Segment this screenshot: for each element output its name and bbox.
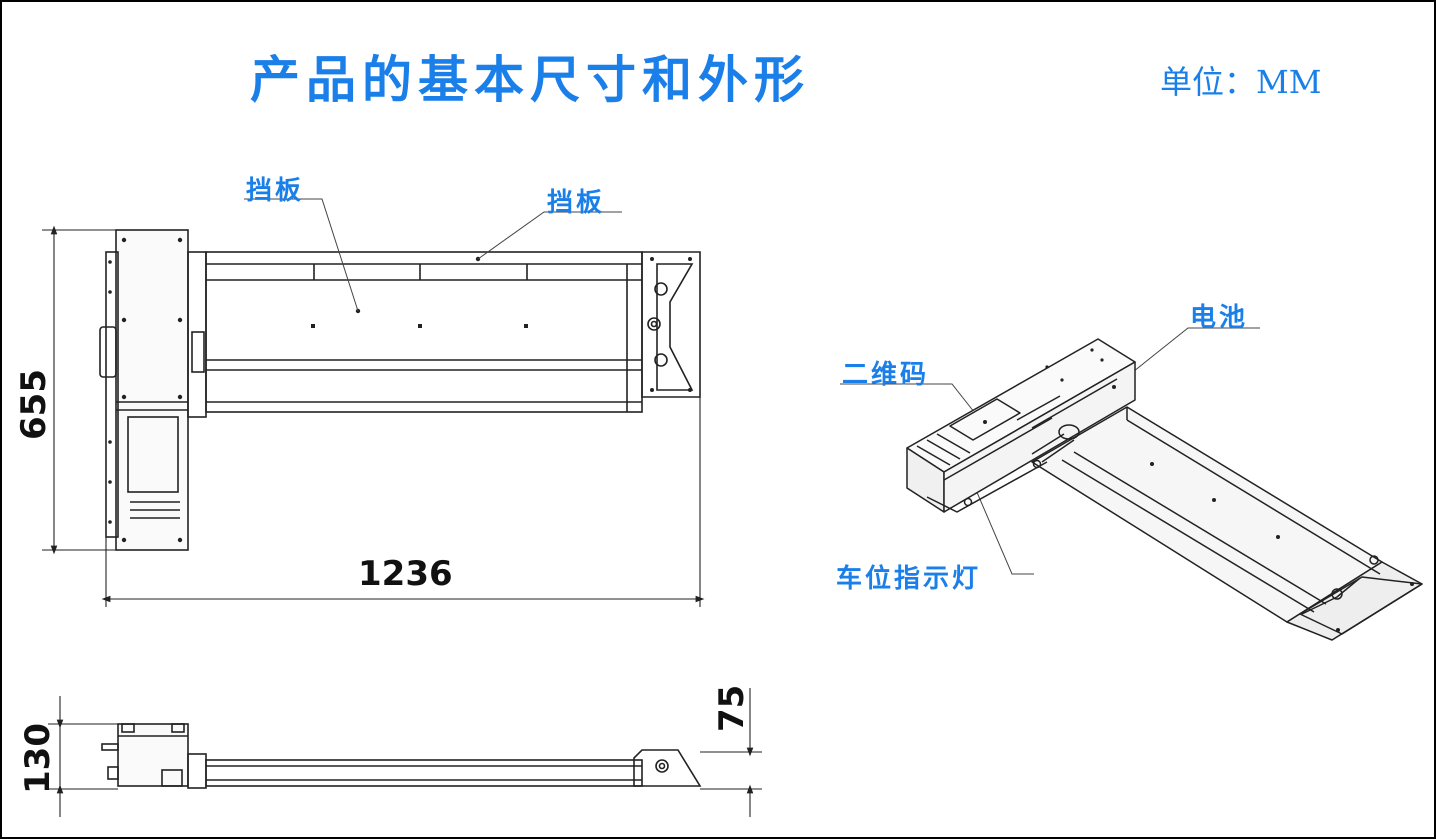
label-baffle-1: 挡板 [246, 176, 305, 206]
top-view-dimensions [42, 225, 705, 607]
page-title: 产品的基本尺寸和外形 [250, 51, 810, 109]
label-baffle-2: 挡板 [547, 188, 606, 218]
control-box [115, 229, 189, 551]
dim-width: 1236 [358, 554, 453, 594]
isometric-view [906, 338, 1423, 641]
top-view [99, 229, 701, 551]
end-cap [641, 251, 701, 398]
dim-side-total: 130 [18, 723, 58, 794]
side-view-dimensions [48, 688, 762, 817]
label-qr-code: 二维码 [842, 360, 930, 390]
qr-window-iso [949, 398, 1021, 441]
side-view [101, 723, 702, 789]
dim-height: 655 [14, 369, 54, 440]
baffle-panel [205, 251, 643, 413]
dim-side-low: 75 [712, 684, 752, 732]
label-parking-indicator: 车位指示灯 [836, 564, 982, 594]
unit-label: 单位：MM [1160, 63, 1322, 101]
qr-code-window [127, 416, 179, 493]
label-battery: 电池 [1190, 303, 1249, 333]
